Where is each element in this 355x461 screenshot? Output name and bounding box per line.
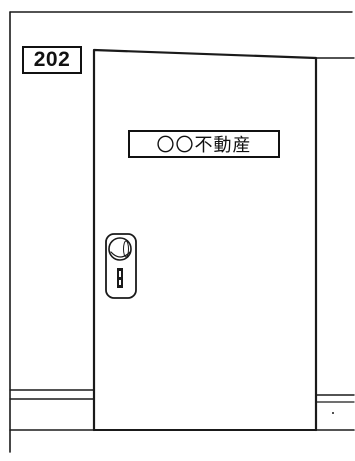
door-nameplate: 〇〇不動産 [128,130,280,158]
floor-speck [332,412,334,414]
door-frame [92,48,318,432]
keyhole-icon [117,268,123,288]
door-handle[interactable] [105,233,137,299]
room-number-sign: 202 [22,46,82,74]
handle-plate [105,233,137,299]
door-knob-icon [108,237,132,261]
